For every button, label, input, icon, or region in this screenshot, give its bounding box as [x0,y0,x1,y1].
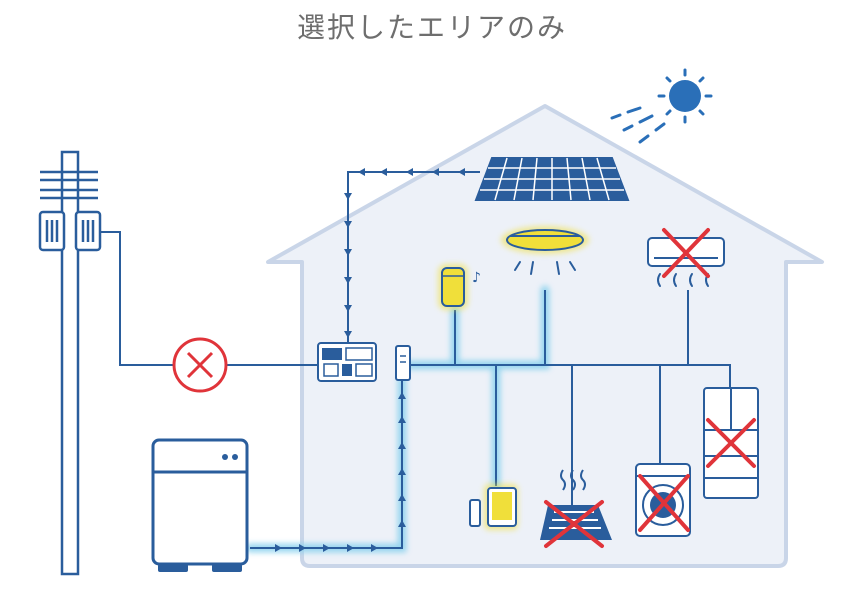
switch-unit-icon [395,345,411,381]
active-circuit-arrows [275,392,406,552]
smart-speaker-icon: ♪ [438,264,481,310]
distribution-board-icon [317,342,377,382]
battery-storage-icon [151,438,249,572]
refrigerator-icon [703,387,759,499]
ceiling-light-icon [501,226,589,275]
solar-panel-icon [474,157,630,201]
floor-heater-icon [540,469,612,548]
washing-machine-icon [635,463,691,537]
svg-text:♪: ♪ [472,270,481,286]
solar-feed-line [344,168,480,345]
grid-cut-icon [172,337,228,393]
sun-icon [610,68,713,144]
air-conditioner-icon [647,228,725,287]
inactive-circuit [545,290,731,505]
diagram-title: 選択したエリアのみ [296,11,567,44]
tablet-icon [469,484,518,530]
utility-pole-icon [38,150,102,576]
